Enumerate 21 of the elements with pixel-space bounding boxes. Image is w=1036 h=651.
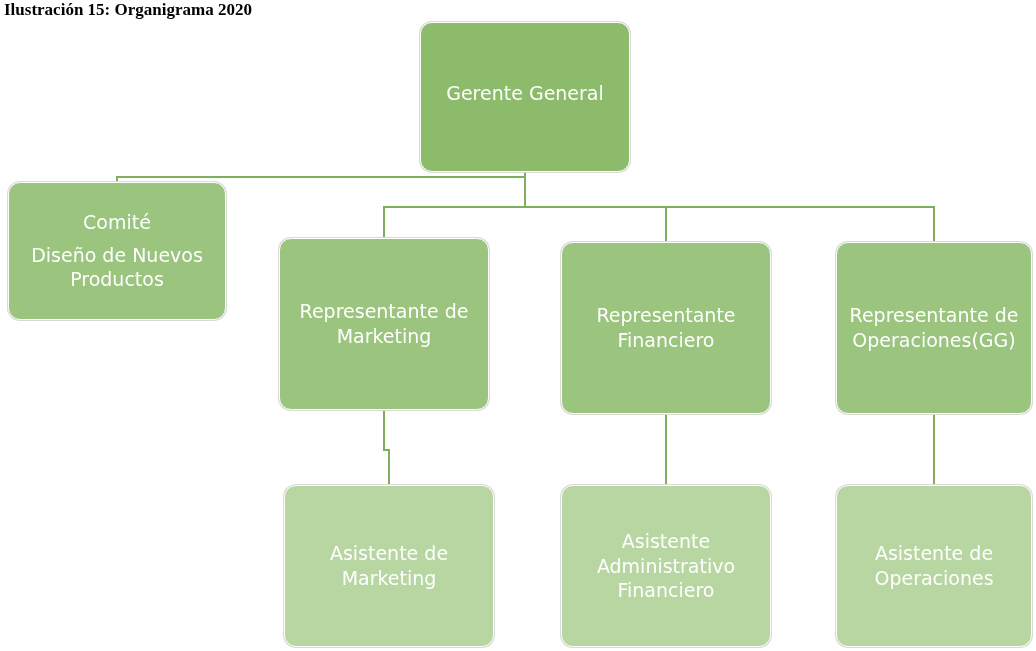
org-box [284,485,494,647]
box-label: Gerente General [446,81,604,106]
org-box [561,485,771,647]
org-box [836,242,1032,414]
connector-line [933,413,935,486]
connector-line [665,413,667,486]
box-label: Asistente Administrativo Financiero [595,528,737,604]
box-label: Asistente de Marketing [328,541,450,591]
box-label: Comité [83,209,151,235]
org-box [279,238,489,410]
box-label: Diseño de Nuevos Productos [30,242,204,293]
org-box [420,22,630,172]
org-box [836,485,1032,647]
box-label: Representante de Marketing [298,299,470,349]
box-label: Representante de Operaciones(GG) [848,303,1020,353]
org-box [561,242,771,414]
org-box [8,182,226,320]
figure-title: Ilustración 15: Organigrama 2020 [4,0,252,20]
connector-line [383,409,390,486]
box-label: Representante Financiero [595,303,737,353]
box-label: Asistente de Operaciones [873,541,995,591]
